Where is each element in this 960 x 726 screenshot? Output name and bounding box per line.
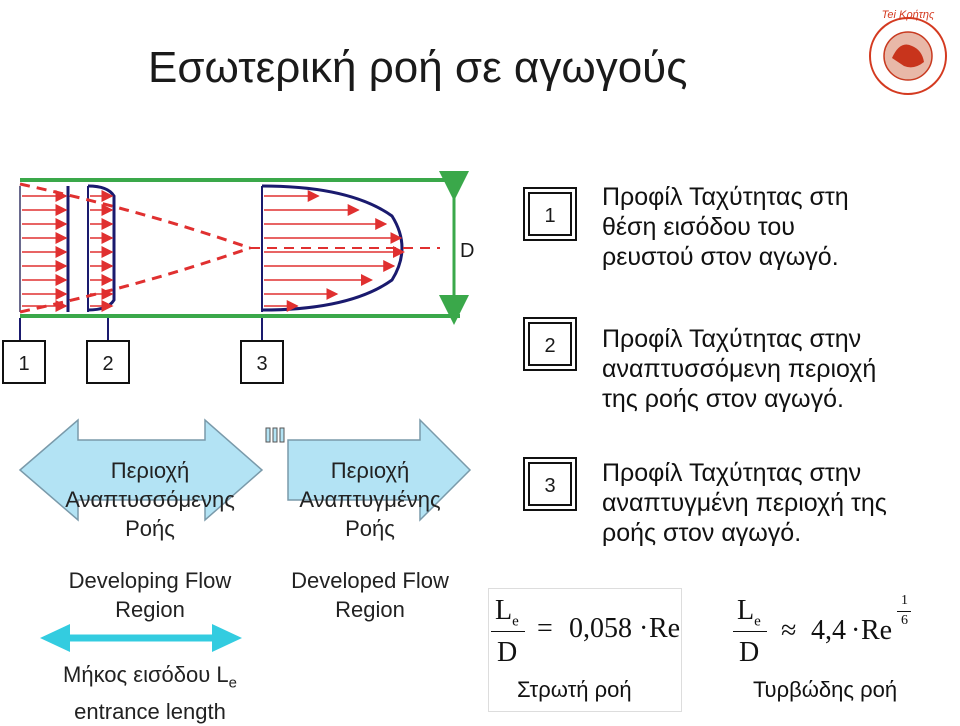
legend-box-3: 3 (528, 462, 572, 506)
developed-greek-line-3: Ροής (345, 516, 395, 541)
entrance-sub: e (228, 674, 237, 692)
boundary-layer-bottom (19, 246, 251, 314)
turbulent-exponent-denominator: 6 (901, 613, 908, 628)
laminar-denominator: D (497, 637, 518, 668)
profile-station-3 (261, 184, 404, 312)
laminar-relation: = (537, 613, 553, 644)
entrance-length-label: Μήκος εισόδου Le entrance length (20, 660, 280, 726)
turbulent-exponent-numerator: 1 (901, 593, 908, 608)
logo-ring (869, 17, 947, 95)
turbulent-caption: Τυρβώδης ροή (753, 677, 898, 702)
station-box-1: 1 (2, 340, 46, 384)
legend-1-line-2: θέση εισόδου του (602, 213, 795, 241)
developing-region-english: Developing Flow Region (30, 566, 270, 624)
legend-1-line-1: Προφίλ Ταχύτητας στη (602, 183, 849, 211)
logo-figure (892, 44, 924, 68)
turbulent-dot: · (851, 615, 861, 646)
legend-3-line-3: ροής στον αγωγό. (602, 519, 802, 547)
legend-2-line-3: της ροής στον αγωγό. (602, 385, 844, 413)
station-box-2: 2 (86, 340, 130, 384)
turbulent-fraction-bar (733, 631, 767, 632)
legend-box-1: 1 (528, 192, 572, 236)
legend-text-2: Προφίλ Ταχύτητας στην αναπτυσσόμενη περι… (602, 324, 876, 414)
developed-english-line-1: Developed Flow (291, 568, 449, 593)
turbulent-numerator: Le (737, 595, 761, 630)
turbulent-relation: ≈ (781, 615, 797, 646)
legend-text-3: Προφίλ Ταχύτητας στην αναπτυγμένη περιοχ… (602, 458, 887, 548)
turbulent-coefficient: 4,4 (811, 615, 846, 646)
boundary-layer-top (19, 182, 251, 250)
laminar-reynolds: Re (649, 613, 681, 644)
diameter-label: D (460, 240, 475, 262)
developed-greek-line-2: Αναπτυγμένης (299, 487, 441, 512)
turbulent-exponent-bar (897, 611, 911, 612)
laminar-fraction-bar (491, 631, 525, 632)
developed-region-english: Developed Flow Region (250, 566, 490, 624)
developed-greek-line-1: Περιοχή (330, 458, 410, 483)
legend-2-line-2: αναπτυσσόμενη περιοχή (602, 355, 877, 383)
legend-1-line-3: ρευστού στον αγωγό. (602, 243, 839, 271)
entrance-greek: Μήκος εισόδου L (63, 662, 229, 687)
developing-greek-line-1: Περιοχή (110, 458, 190, 483)
slide-title: Εσωτερική ροή σε αγωγούς (148, 43, 688, 92)
laminar-numerator: Le (495, 595, 519, 630)
developed-region-arrow (265, 418, 472, 522)
turbulent-reynolds: Re (861, 615, 893, 646)
logo-text: Tei Κρήτης (882, 9, 935, 21)
legend-text-1: Προφίλ Ταχύτητας στη θέση εισόδου του ρε… (602, 182, 849, 272)
laminar-caption: Στρωτή ροή (517, 677, 632, 702)
station-box-3: 3 (240, 340, 284, 384)
entrance-english: entrance length (74, 699, 226, 725)
entrance-length-arrow (40, 624, 242, 652)
laminar-formula: Le D = 0,058 · Re Στρωτή ροή (488, 588, 682, 712)
laminar-coefficient: 0,058 (569, 613, 632, 644)
turbulent-formula: Le D ≈ 4,4 · Re 1 6 Τυρβώδης ροή (724, 588, 940, 712)
laminar-dot: · (639, 613, 649, 644)
developing-region-arrow (18, 418, 264, 522)
developing-english-line-1: Developing Flow (68, 568, 232, 593)
institution-logo: Tei Κρήτης (869, 9, 947, 95)
developing-greek-line-3: Ροής (125, 516, 175, 541)
developing-greek-line-2: Αναπτυσσόμενης (65, 487, 235, 512)
legend-box-2: 2 (528, 322, 572, 366)
legend-3-line-2: αναπτυγμένη περιοχή της (602, 489, 887, 517)
developing-region-greek: Περιοχή Αναπτυσσόμενης Ροής (30, 456, 270, 543)
developed-region-greek: Περιοχή Αναπτυγμένης Ροής (250, 456, 490, 543)
legend-2-line-1: Προφίλ Ταχύτητας στην (602, 325, 862, 353)
legend-3-line-1: Προφίλ Ταχύτητας στην (602, 459, 862, 487)
turbulent-denominator: D (739, 637, 760, 668)
profile-station-2 (87, 184, 116, 312)
developed-english-line-2: Region (335, 597, 405, 622)
profile-station-1 (19, 186, 70, 312)
velocity-arrows (22, 190, 405, 312)
developing-english-line-2: Region (115, 597, 185, 622)
